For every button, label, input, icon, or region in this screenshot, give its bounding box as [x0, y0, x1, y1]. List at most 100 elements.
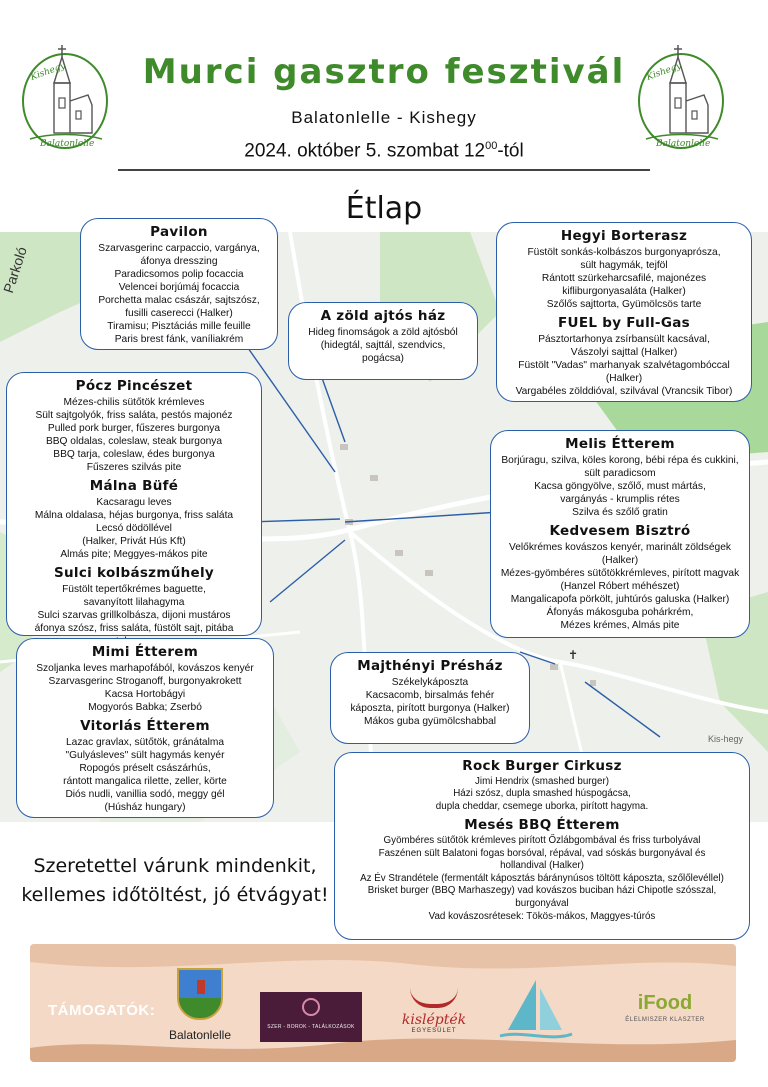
greeting-line-1: Szeretettel várunk mindenkit,: [33, 855, 317, 877]
menu-item: vargányás - krumplis rétes: [560, 494, 680, 505]
menu-item: Mézes-chilis sütőtök krémleves: [63, 397, 205, 408]
menu-item: Sült sajtgolyók, friss saláta, pestós ma…: [35, 410, 233, 421]
menu-title: Étlap: [345, 191, 423, 226]
venue-name: Mimi Étterem: [91, 644, 199, 660]
menu-item: (Halker): [601, 555, 639, 566]
menu-item: Mézes-gyömbéres sütőtökkrémleves, piríto…: [500, 568, 740, 579]
menu-item: Áfonyás mákosguba pohárkrém,: [546, 607, 694, 618]
sponsor-kislepetek: kislépték EGYESÜLET: [388, 980, 480, 1050]
menu-item: Szarvasgerinc carpaccio, vargánya,: [98, 243, 260, 254]
sponsor-balatonlelle-name: Balatonlelle: [168, 1028, 232, 1042]
menu-item: Hideg finomságok a zöld ajtósból: [308, 327, 458, 338]
menu-item: fusilli caserecci (Halker): [125, 308, 233, 319]
date-main: 2024. október 5. szombat 12: [244, 140, 486, 162]
sponsors-label: TÁMOGATÓK:: [48, 1002, 156, 1019]
venue-name: Mesés BBQ Étterem: [464, 817, 620, 834]
menu-item: Székelykáposzta: [391, 677, 469, 688]
venue-name: Sulci kolbászműhely: [53, 565, 215, 581]
menu-item: hollandival (Halker): [500, 860, 584, 872]
menu-item: Lazac gravlax, sütőtök, gránátalma: [66, 737, 224, 748]
menu-item: Faszénen sült Balatoni fogas borsóval, r…: [378, 847, 706, 859]
location-subtitle: Balatonlelle - Kishegy: [291, 108, 477, 127]
menu-item: Pulled pork burger, fűszeres burgonya: [47, 423, 221, 434]
sponsor-ifood-name: iFood: [637, 992, 693, 1014]
menu-item: (Halker): [605, 373, 643, 384]
menu-item: Kacsa göngyölve, szőlő, must mártás,: [534, 481, 706, 492]
sponsors-bar: TÁMOGATÓK: Balatonlelle SZER - BOROK - T…: [30, 944, 736, 1062]
menu-item: Mangalicapofa pörkölt, juhtúrós galuska …: [510, 594, 730, 605]
menu-item: Lecsó dödöllével: [96, 523, 172, 534]
menu-item: Mézes krémes, Almás pite: [560, 620, 680, 631]
venue-name: Pócz Pincészet: [75, 378, 193, 394]
menu-item: (Húsház hungary): [104, 802, 186, 813]
menu-item: Gyömbéres sütőtök krémleves pirított Őzl…: [383, 834, 701, 846]
coat-of-arms-icon: [177, 968, 223, 1020]
venue-name: Pavilon: [150, 224, 208, 240]
menu-item: (Hanzel Róbert méhészet): [560, 581, 680, 592]
menu-item: Kacsacomb, birsalmás fehér: [365, 690, 495, 701]
menu-item: áfonya szósz, friss saláta, füstölt sajt…: [34, 623, 234, 634]
logo-left: Kishegy Balatonlelle: [20, 43, 110, 161]
menu-item: Fűszeres szilvás pite: [86, 462, 182, 473]
menu-item: Velencei borjúmáj focaccia: [118, 282, 240, 293]
sailboat-icon: [499, 980, 573, 1039]
menu-item: "Gulyásleves" sült hagymás kenyér: [65, 750, 225, 761]
greeting: Szeretettel várunk mindenkit, kellemes i…: [20, 852, 330, 910]
venue-name: Rock Burger Cirkusz: [462, 758, 622, 774]
bubble-pocz-malna-sulci: Pócz Pincészet Mézes-chilis sütőtök krém…: [6, 372, 262, 647]
menu-item: Paradicsomos polip focaccia: [114, 269, 244, 280]
venue-name: A zöld ajtós ház: [320, 308, 446, 324]
bubble-pavilon: Pavilon Szarvasgerinc carpaccio, vargány…: [80, 218, 278, 350]
sponsor-kislepetek-name: kislépték: [401, 1012, 467, 1028]
menu-item: burgonyával: [515, 897, 569, 909]
menu-item: savanyított lilahagyma: [83, 597, 185, 608]
sponsor-ifood: iFood ÉLELMISZER KLASZTER: [610, 992, 720, 1036]
bubble-majthenyi: Majthényi Présház Székelykáposzta Kacsac…: [330, 652, 530, 744]
logo-right: Kishegy Balatonlelle: [636, 43, 726, 161]
bubble-melis-kedvesem: Melis Étterem Borjúragu, szilva, köles k…: [490, 430, 750, 638]
menu-item: Borjúragu, szilva, köles korong, bébi ré…: [501, 455, 739, 466]
menu-item: Málna oldalasa, héjas burgonya, friss sa…: [34, 510, 234, 521]
menu-item: dupla cheddar, csemege uborka, pirított …: [435, 800, 649, 812]
menu-item: Vad kovászosrétesek: Tökös-mákos, Maggye…: [428, 910, 656, 922]
menu-item: Mogyorós Babka; Zserbó: [88, 702, 202, 713]
menu-item: Jimi Hendrix (smashed burger): [475, 775, 609, 787]
menu-item: sült paradicsom: [584, 468, 656, 479]
venue-name: Hegyi Borterasz: [560, 228, 688, 244]
chapel-icon: [29, 45, 103, 140]
date-suffix: -tól: [497, 140, 524, 162]
logo-script-bottom: Balatonlelle: [40, 139, 95, 149]
sponsor-szer-text: SZER - BOROK - TALÁLKOZÁSOK: [267, 1024, 355, 1030]
menu-item: Vászolyi sajttal (Halker): [570, 347, 678, 358]
menu-item: káposzta, pirított burgonya (Halker): [350, 703, 510, 714]
menu-item: sült hagymák, tejföl: [580, 260, 668, 271]
logo-script-bottom: Balatonlelle: [656, 139, 711, 149]
menu-item: áfonya dresszing: [140, 256, 218, 267]
event-date: 2024. október 5. szombat 1200-tól: [0, 140, 768, 162]
menu-item: Tiramisu; Pisztáciás mille feuille: [107, 321, 251, 332]
menu-item: pogácsa): [362, 353, 404, 364]
bubble-zold-ajtos-haz: A zöld ajtós ház Hideg finomságok a zöld…: [288, 302, 478, 380]
greeting-line-2: kellemes időtöltést, jó étvágyat!: [21, 884, 329, 906]
chapel-icon: [645, 45, 719, 140]
menu-item: (Halker, Privát Hús Kft): [82, 536, 186, 547]
menu-item: Szarvasgerinc Stroganoff, burgonyakroket…: [48, 676, 242, 687]
menu-item: Diós nudli, vanillia sodó, meggy gél: [65, 789, 225, 800]
menu-item: rántott mangalica rilette, zeller, körte: [63, 776, 227, 787]
menu-item: Szilva és szőlő gratin: [572, 507, 668, 518]
venue-name: Majthényi Présház: [357, 658, 503, 674]
pottery-icon: [410, 980, 458, 1008]
menu-item: Porchetta malac császár, sajtszósz,: [98, 295, 260, 306]
menu-item: Füstölt "Vadas" marhanyak szalvétagombóc…: [518, 360, 730, 371]
menu-item: Mákos guba gyümölcshabbal: [364, 716, 496, 727]
sponsor-kislepetek-sub: EGYESÜLET: [411, 1028, 457, 1034]
pointer-lines: [247, 347, 661, 738]
bubble-rock-meses: Rock Burger Cirkusz Jimi Hendrix (smashe…: [334, 752, 750, 940]
menu-item: BBQ oldalas, coleslaw, steak burgonya: [45, 436, 223, 447]
menu-item: Kacsaragu leves: [96, 497, 172, 508]
menu-item: Rántott szürkeharcsafilé, majonézes: [541, 273, 707, 284]
venue-name: FUEL by Full-Gas: [558, 315, 690, 331]
venue-name: Melis Étterem: [565, 436, 675, 452]
sponsor-wave-graphic: [30, 944, 736, 1062]
menu-item: Füstölt tepertőkrémes baguette,: [62, 584, 206, 595]
